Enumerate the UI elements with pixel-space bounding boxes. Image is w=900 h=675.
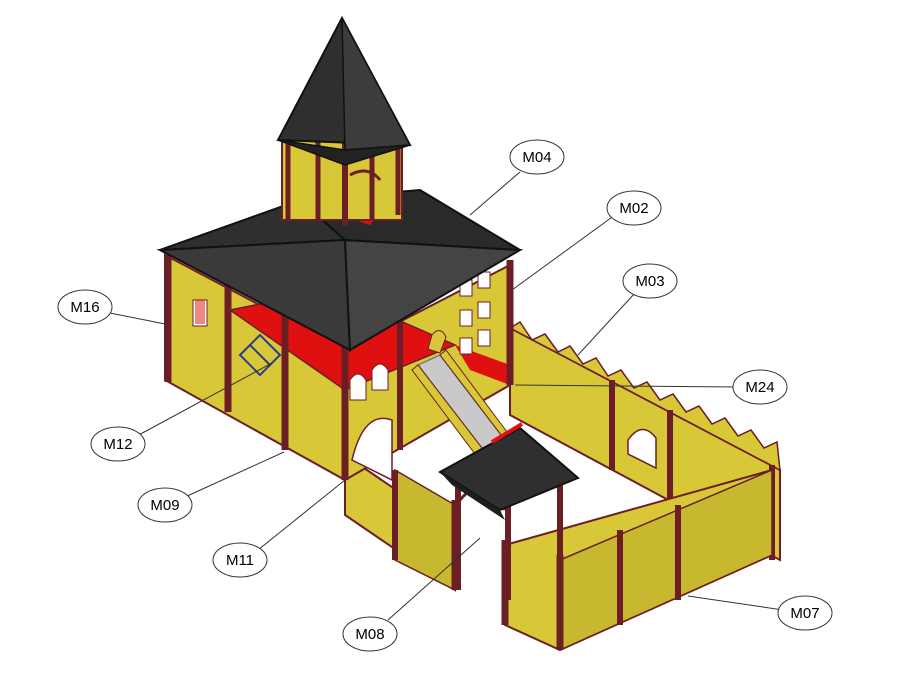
front-right-battlement-wall [501,468,773,652]
callout-leaders [104,171,784,621]
leader-m16 [104,311,171,326]
callout-m04: M04 [509,139,565,175]
callout-m07: M07 [777,595,833,631]
callout-label: M11 [226,552,254,569]
leader-m08 [387,537,481,621]
leader-m24 [514,384,739,388]
leader-m09 [184,451,285,498]
callout-m11: M11 [212,542,268,578]
leader-m03 [577,292,636,356]
gate-pavilion [438,422,580,600]
leader-m02 [511,214,616,291]
leader-m04 [469,171,521,216]
leader-m12 [134,362,273,438]
callout-label: M03 [635,273,664,290]
callout-m12: M12 [90,426,146,462]
tunnel-wall [344,453,459,592]
callout-label: M07 [790,605,819,622]
leader-m07 [687,595,784,611]
callout-label: M09 [150,497,179,514]
callout-m09: M09 [137,487,193,523]
callout-m16: M16 [57,289,113,325]
callout-m08: M08 [342,616,398,652]
callout-m02: M02 [606,190,662,226]
callout-m03: M03 [622,263,678,299]
callout-label: M16 [70,299,99,316]
callout-label: M24 [745,379,774,396]
callouts: M04 M02 M03 M24 M16 M12 M09 M11 [57,139,833,652]
callout-label: M08 [355,626,384,643]
leader-m11 [257,479,346,551]
callout-label: M04 [522,149,551,166]
callout-label: M12 [103,436,132,453]
callout-m24: M24 [732,369,788,405]
upper-tower [276,15,412,225]
callout-label: M02 [619,200,648,217]
